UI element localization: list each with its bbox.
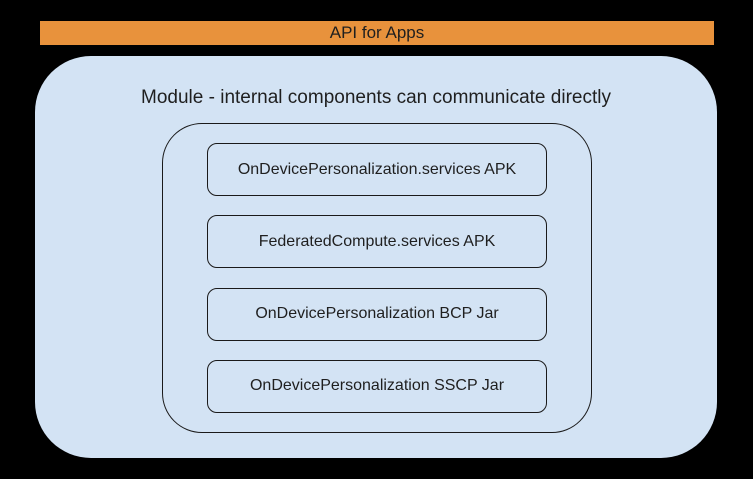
api-for-apps-bar: API for Apps [40, 21, 714, 45]
component-ondevicepersonalization-bcp-jar: OnDevicePersonalization BCP Jar [207, 287, 547, 341]
component-label: OnDevicePersonalization.services APK [237, 160, 517, 178]
module-internal-group: OnDevicePersonalization.services APK Fed… [162, 123, 592, 433]
component-ondevicepersonalization-sscp-jar: OnDevicePersonalization SSCP Jar [207, 359, 547, 413]
module-container: Module - internal components can communi… [35, 56, 717, 458]
component-label: FederatedCompute.services APK [258, 232, 496, 250]
component-federatedcompute-services-apk: FederatedCompute.services APK [207, 215, 547, 269]
component-label: OnDevicePersonalization BCP Jar [255, 305, 499, 323]
module-title: Module - internal components can communi… [141, 87, 611, 108]
component-ondevicepersonalization-services-apk: OnDevicePersonalization.services APK [207, 143, 547, 197]
component-label: OnDevicePersonalization SSCP Jar [249, 377, 505, 395]
api-for-apps-label: API for Apps [329, 23, 425, 42]
